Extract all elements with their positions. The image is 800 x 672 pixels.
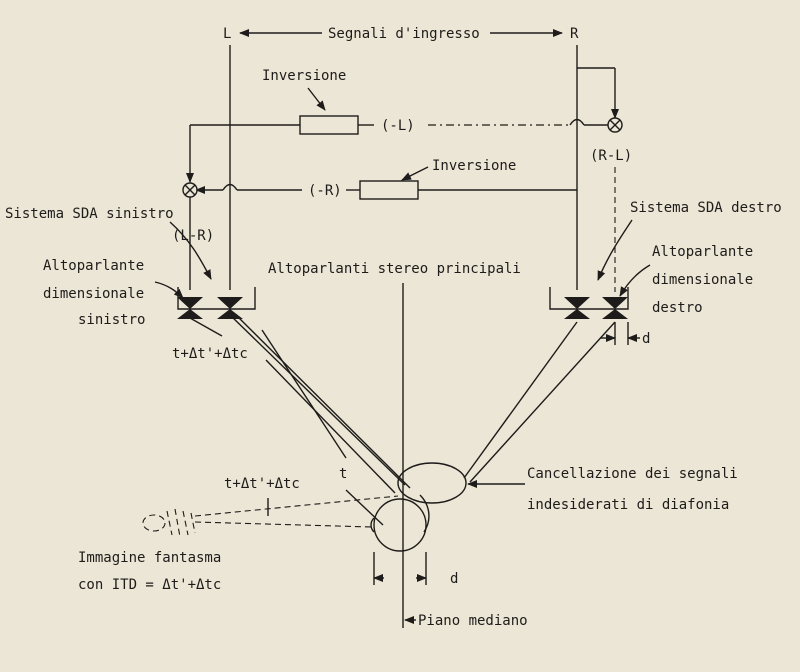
dim-right-label-3: destro xyxy=(652,300,703,316)
ray-left-dim xyxy=(189,317,223,337)
inversion-top-pointer xyxy=(307,87,326,111)
phantom-ray-b xyxy=(194,495,399,517)
crosstalk-label-1: Cancellazione dei segnali xyxy=(527,466,738,482)
time-upper-label: t+Δt'+Δtc xyxy=(172,346,248,362)
crosstalk-ellipse xyxy=(397,462,467,504)
ray-left-outer xyxy=(229,314,406,486)
sda-right-label: Sistema SDA destro xyxy=(630,200,782,216)
summing-junction-icon xyxy=(607,117,623,133)
right-speaker-bracket xyxy=(549,287,629,310)
ray-left-t-b xyxy=(345,489,384,526)
sda-right-pointer xyxy=(597,219,633,281)
phantom-label-2: con ITD = Δt'+Δtc xyxy=(78,577,221,593)
speaker-icon xyxy=(177,297,203,319)
dim-right-pointer xyxy=(619,264,651,297)
dim-right-label-1: Altoparlante xyxy=(652,244,753,260)
speaker-icon xyxy=(602,297,628,319)
inversion-box-top xyxy=(299,115,359,135)
dim-right-label-2: dimensionale xyxy=(652,272,753,288)
phantom-source-icon xyxy=(142,508,196,538)
main-speakers-label: Altoparlanti stereo principali xyxy=(268,261,521,277)
inversion-box-mid xyxy=(359,180,419,200)
input-l-label: L xyxy=(223,26,231,42)
head-icon xyxy=(373,494,430,552)
d-upper-label: d xyxy=(642,331,650,347)
dim-left-pointer xyxy=(154,281,184,299)
ear-icon xyxy=(370,517,375,533)
crosstalk-label-2: indesiderati di diafonia xyxy=(527,497,729,513)
minus-r-label: (-R) xyxy=(308,183,342,199)
time-t-label: t xyxy=(339,466,347,482)
time-lower-label: t+Δt'+Δtc xyxy=(224,476,300,492)
speaker-icon xyxy=(217,297,243,319)
ray-right-a xyxy=(463,321,578,479)
minus-l-label: (-L) xyxy=(381,118,415,134)
ray-left-t xyxy=(261,329,347,459)
inversion-mid-label: Inversione xyxy=(432,158,516,174)
dim-left-label-3: sinistro xyxy=(78,312,145,328)
ray-left-to-ear xyxy=(265,359,396,494)
sda-left-pointer xyxy=(169,221,212,280)
sda-left-label: Sistema SDA sinistro xyxy=(5,206,174,222)
input-signals-label: Segnali d'ingresso xyxy=(328,26,480,42)
speaker-icon xyxy=(564,297,590,319)
d-lower-label: d xyxy=(450,571,458,587)
minus-r-crossover xyxy=(222,183,238,191)
ray-right-b xyxy=(469,321,616,483)
phantom-label-1: Immagine fantasma xyxy=(78,550,221,566)
input-r-label: R xyxy=(570,26,579,42)
minus-l-crossover xyxy=(569,118,585,126)
dim-left-label-1: Altoparlante xyxy=(43,258,144,274)
r-minus-l-label: (R-L) xyxy=(590,148,632,164)
phantom-ray-a xyxy=(194,521,373,528)
dim-left-label-2: dimensionale xyxy=(43,286,144,302)
l-minus-r-label: (L-R) xyxy=(172,228,214,244)
median-plane-label: Piano mediano xyxy=(418,613,528,629)
inversion-top-label: Inversione xyxy=(262,68,346,84)
inversion-mid-pointer xyxy=(401,166,429,181)
ray-left-inner xyxy=(235,314,411,489)
summing-junction-icon xyxy=(182,182,198,198)
